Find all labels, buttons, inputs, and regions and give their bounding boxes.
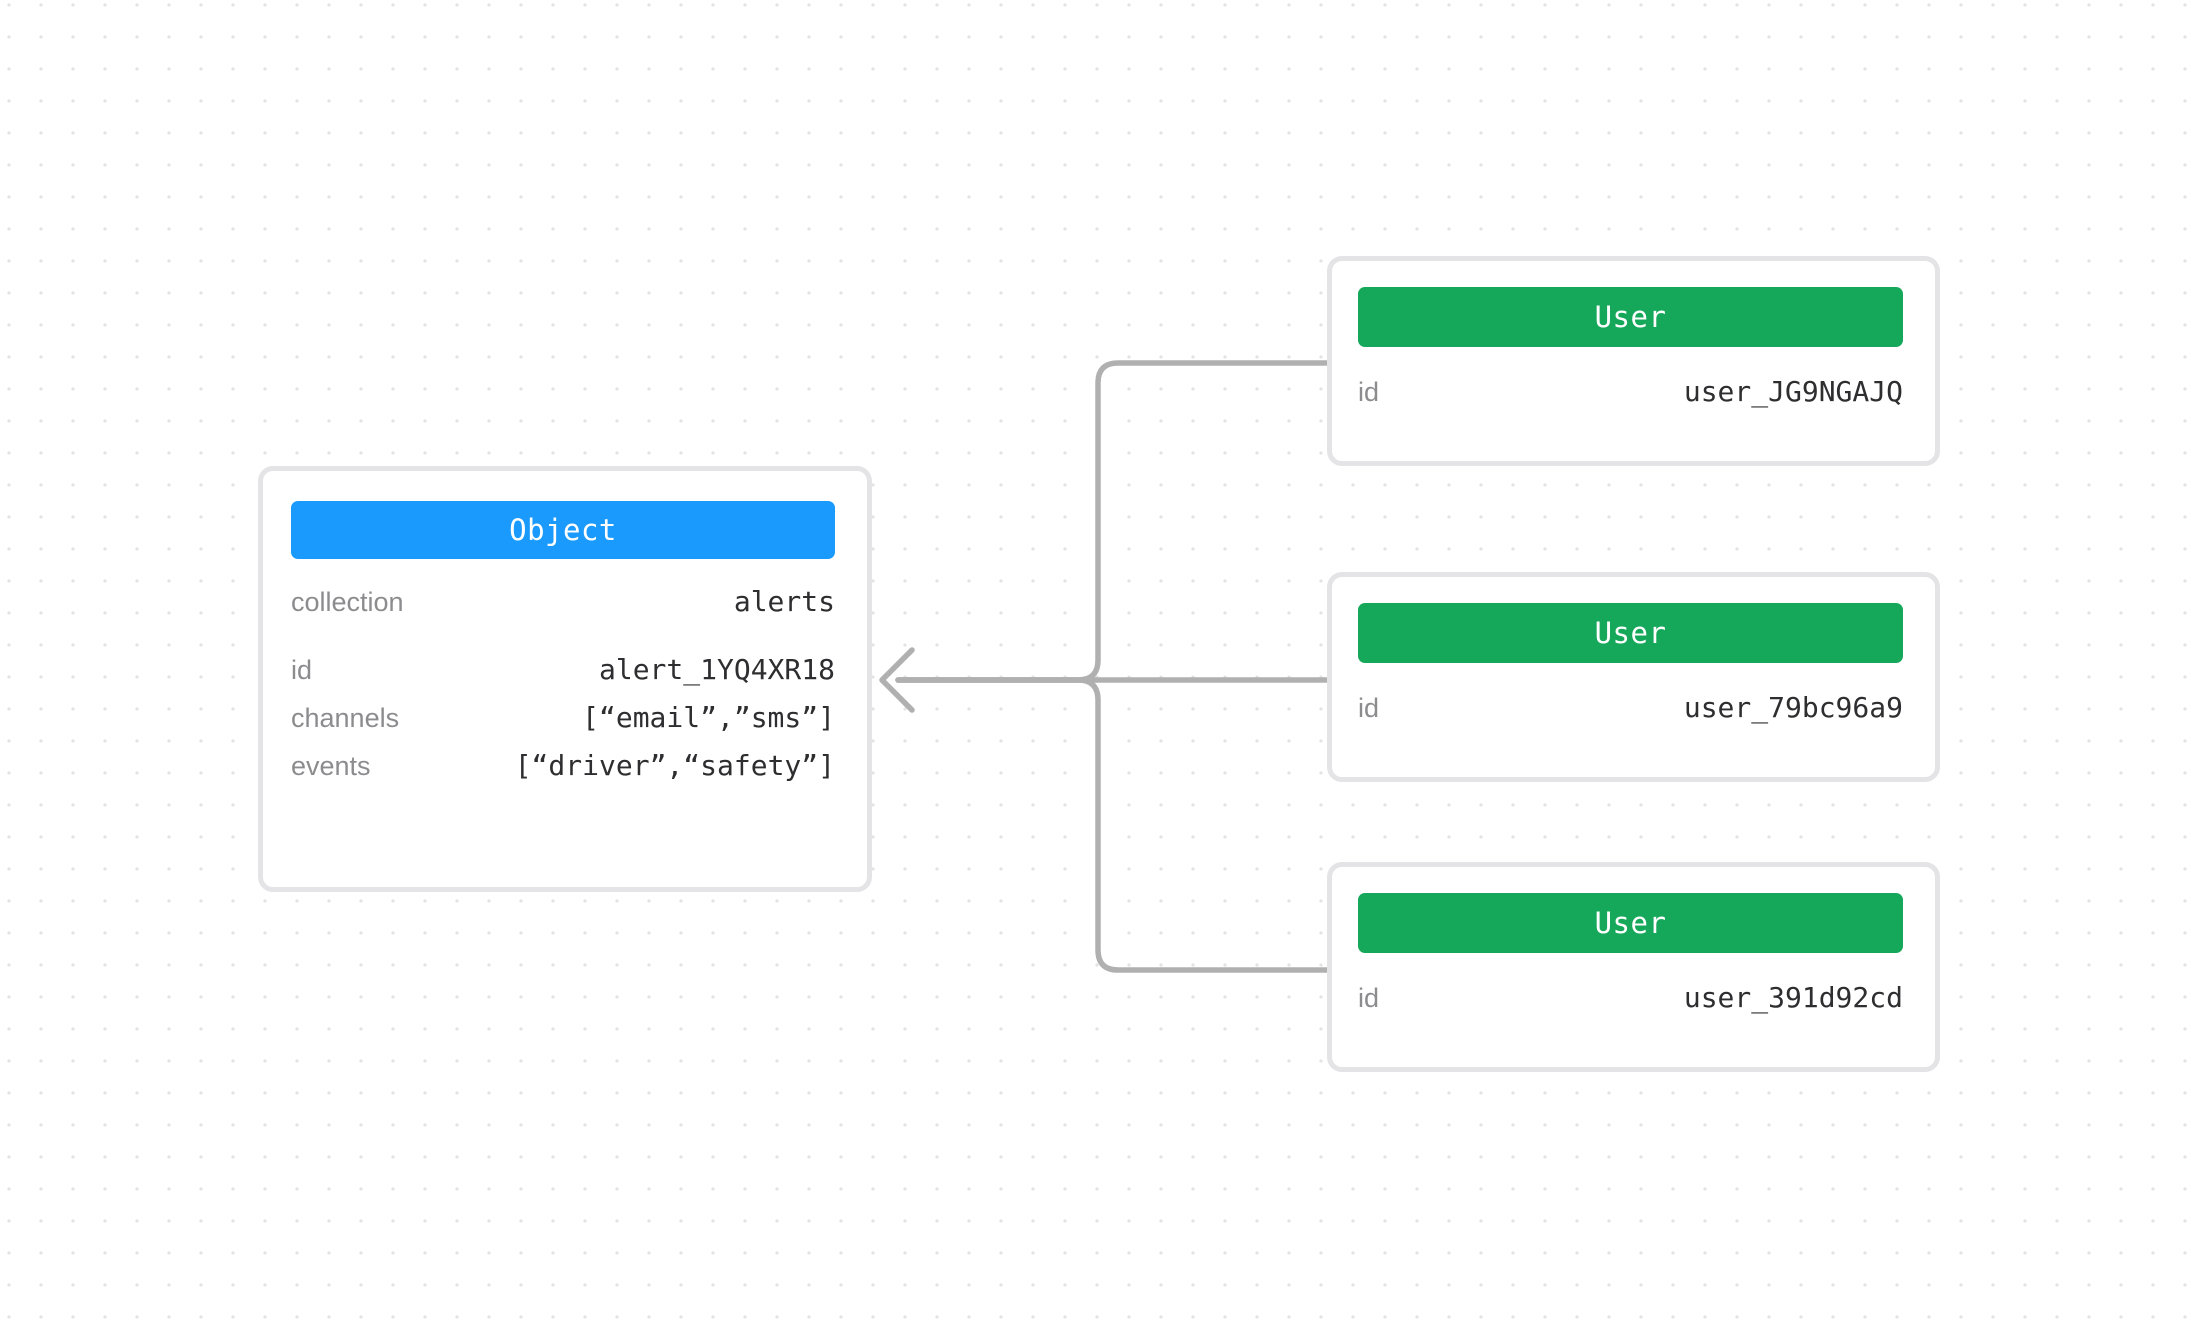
node-object[interactable]: Object collection alerts id alert_1YQ4XR… <box>258 466 872 892</box>
field-label-user-2-id: id <box>1358 693 1380 723</box>
field-value-id: alert_1YQ4XR18 <box>598 653 835 686</box>
field-value-user-2-id: user_79bc96a9 <box>1683 691 1903 724</box>
edge-arrowhead-icon <box>879 647 915 713</box>
field-row-user-3-id: id user_391d92cd <box>1358 981 1903 1014</box>
field-label-collection: collection <box>291 587 404 617</box>
field-value-user-3-id: user_391d92cd <box>1683 981 1903 1014</box>
node-user-2[interactable]: User id user_79bc96a9 <box>1327 572 1940 782</box>
field-label-events: events <box>291 751 371 781</box>
node-user-1-type-badge: User <box>1358 287 1903 347</box>
node-object-type-badge: Object <box>291 501 835 559</box>
field-value-collection: alerts <box>733 585 835 618</box>
node-user-3-type-badge: User <box>1358 893 1903 953</box>
node-user-2-type-badge: User <box>1358 603 1903 663</box>
field-label-user-1-id: id <box>1358 377 1380 407</box>
field-row-user-2-id: id user_79bc96a9 <box>1358 691 1903 724</box>
edge-user1-to-object <box>895 360 1335 683</box>
field-value-user-1-id: user_JG9NGAJQ <box>1683 375 1903 408</box>
field-row-collection: collection alerts <box>291 585 835 618</box>
field-row-user-1-id: id user_JG9NGAJQ <box>1358 375 1903 408</box>
field-value-channels: [“email”,”sms”] <box>582 701 835 734</box>
node-user-1[interactable]: User id user_JG9NGAJQ <box>1327 256 1940 466</box>
edge-user3-to-object <box>895 677 1335 973</box>
field-row-events: events [“driver”,“safety”] <box>291 749 835 782</box>
field-row-channels: channels [“email”,”sms”] <box>291 701 835 734</box>
field-row-id: id alert_1YQ4XR18 <box>291 653 835 686</box>
node-user-3[interactable]: User id user_391d92cd <box>1327 862 1940 1072</box>
field-label-channels: channels <box>291 703 400 733</box>
field-label-id: id <box>291 655 313 685</box>
field-value-events: [“driver”,“safety”] <box>514 749 835 782</box>
field-label-user-3-id: id <box>1358 983 1380 1013</box>
